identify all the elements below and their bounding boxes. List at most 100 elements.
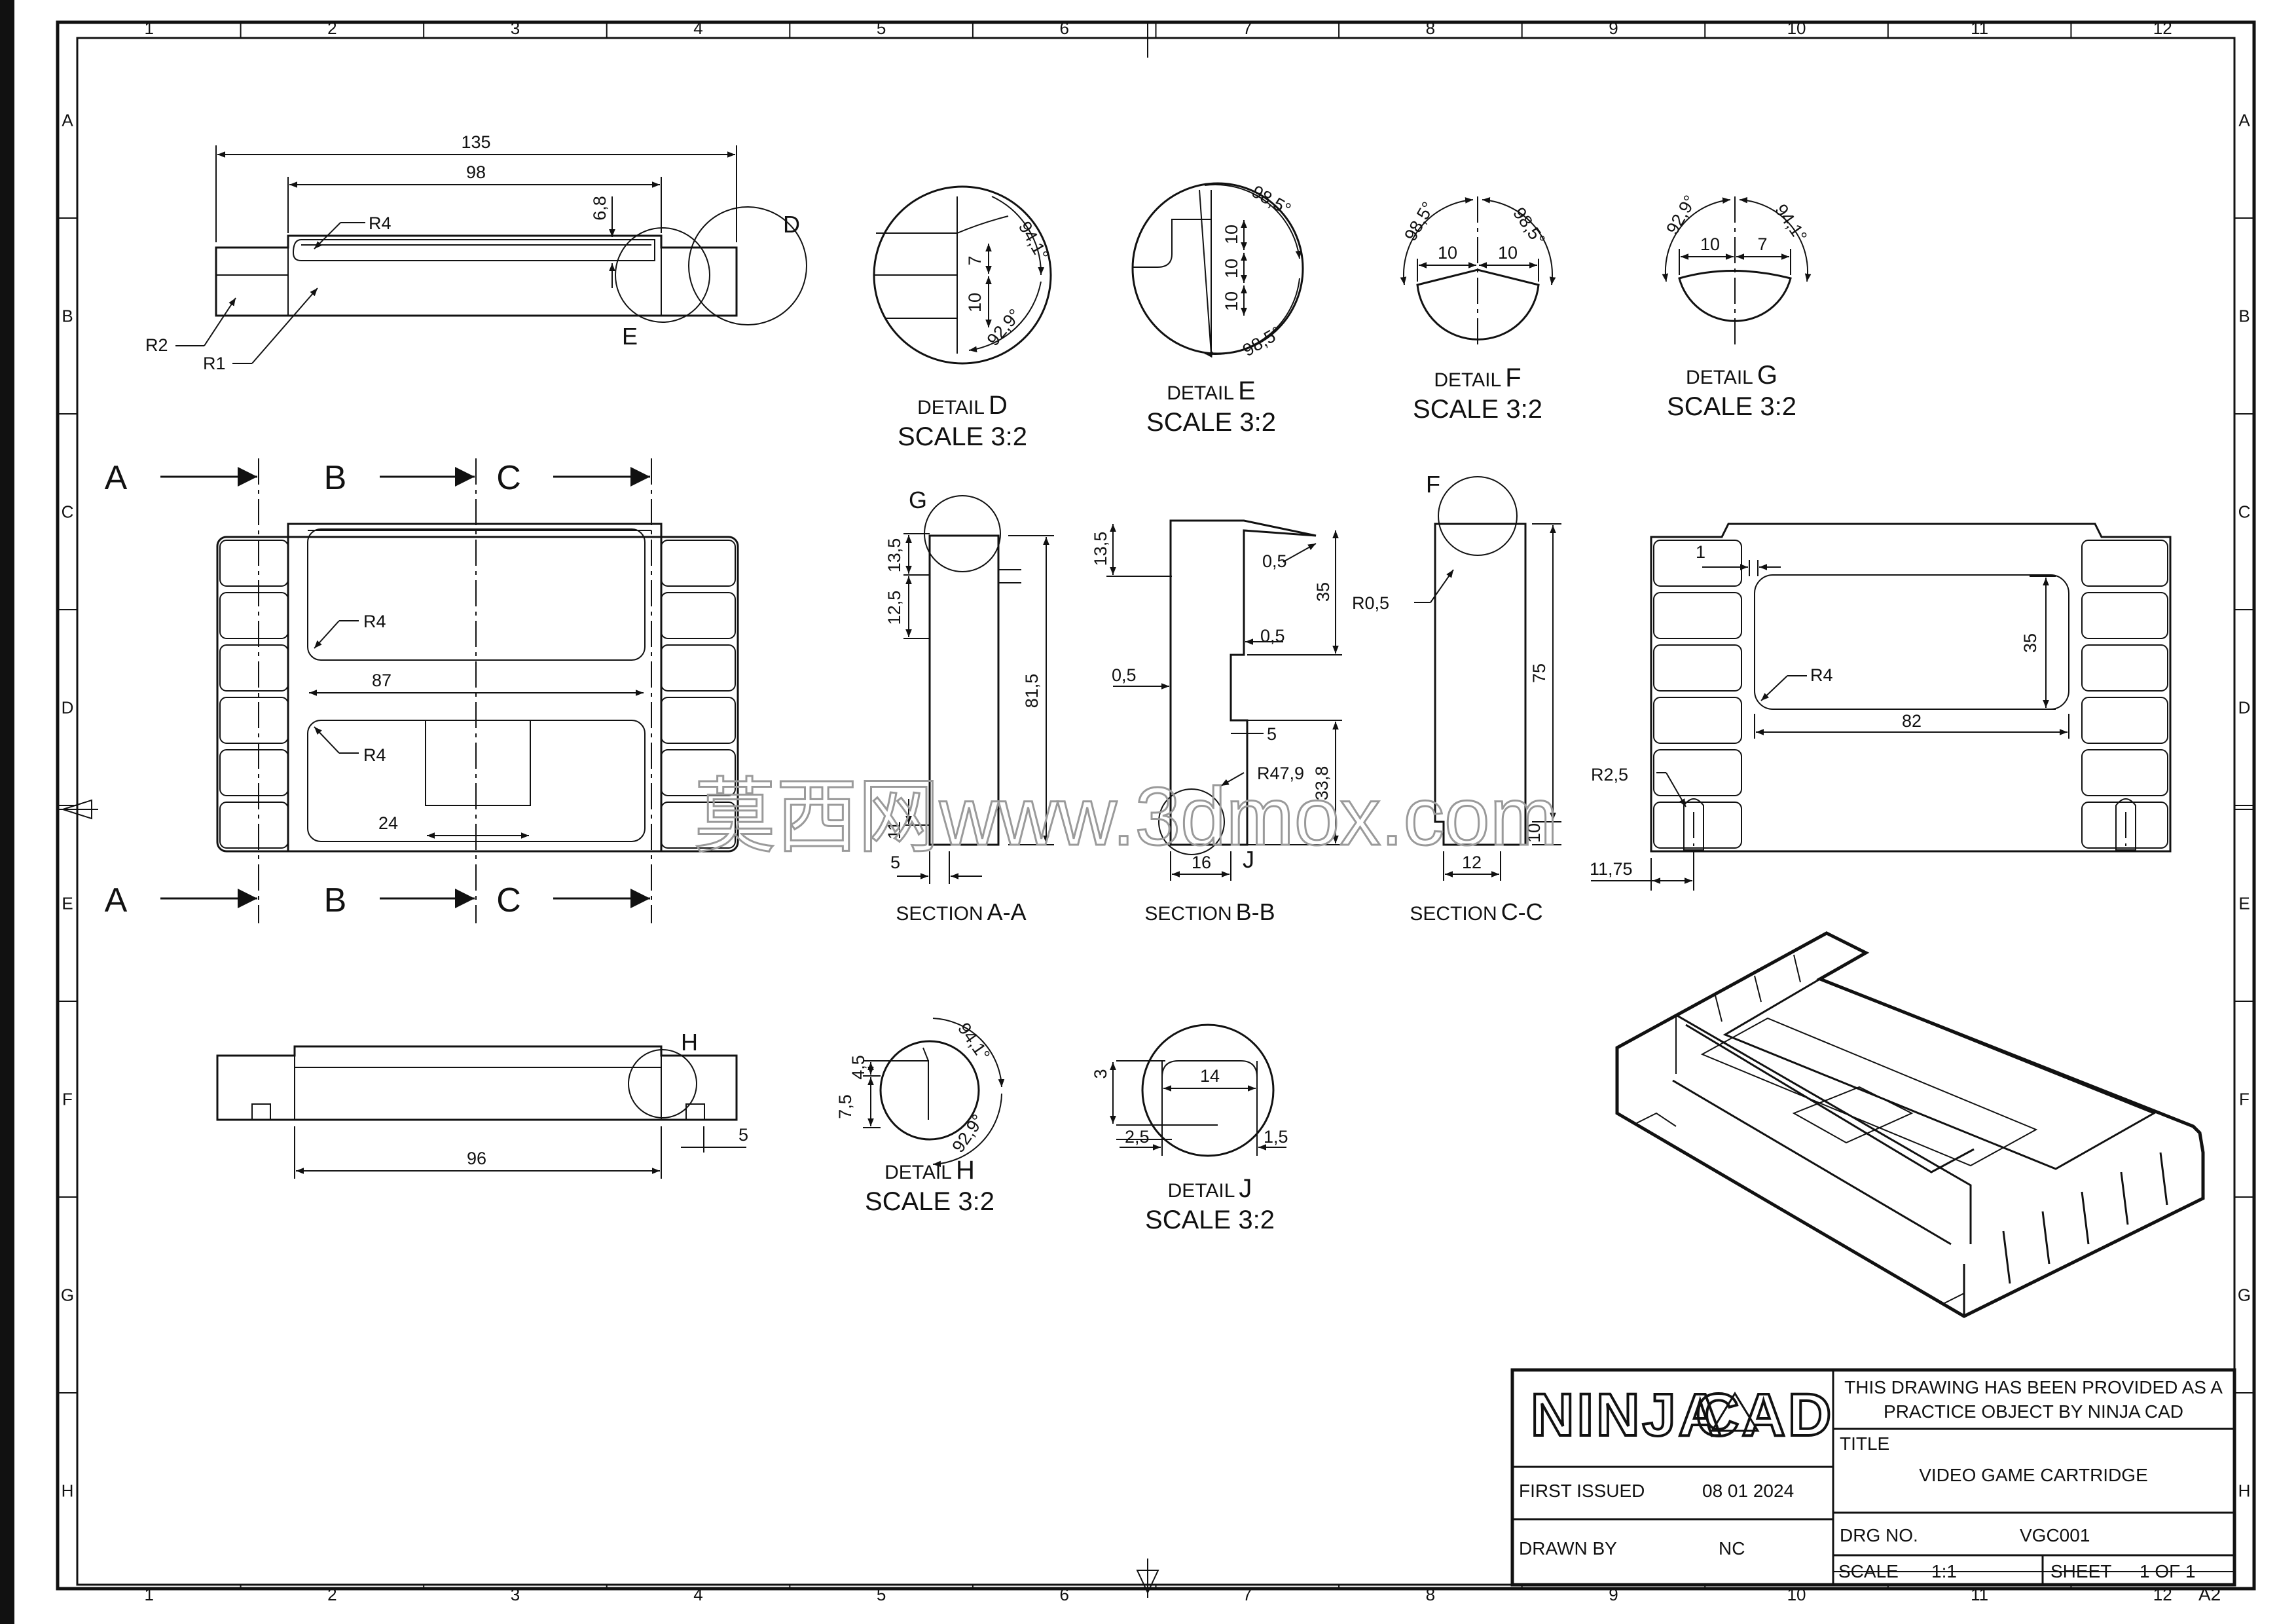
- caption-detail-g-scale: SCALE 3:2: [1667, 392, 1796, 421]
- back-view-dim-width: 82: [1902, 711, 1922, 731]
- section-b-dim-0-5-top: 0,5: [1262, 551, 1287, 571]
- zone-number-bottom: 2: [327, 1585, 337, 1604]
- rib: [2081, 644, 2168, 692]
- caption-detail-f-scale: SCALE 3:2: [1413, 395, 1542, 424]
- top-view-dim-label-length: 98: [466, 162, 486, 182]
- detail-f-dim-10-right: 10: [1498, 243, 1518, 263]
- top-view: 135 98 6,8 R4 R2 R1 D E: [145, 132, 807, 373]
- zone-number-top: 7: [1243, 18, 1252, 38]
- zone-number-bottom: 4: [693, 1585, 702, 1604]
- section-a-dim-12-5: 12,5: [884, 591, 904, 625]
- top-view-dim-r2: R2: [145, 335, 168, 355]
- section-letter-c-top: C: [496, 459, 521, 497]
- detail-g-dim-angle-left: 92,9°: [1662, 192, 1700, 238]
- section-c-dim-10: 10: [1524, 823, 1544, 843]
- zone-letter-right: F: [2239, 1090, 2250, 1109]
- rib: [1653, 644, 1742, 692]
- back-view-dim-offset-1: 1: [1696, 542, 1705, 562]
- detail-h-dim-4-5: 4,5: [848, 1055, 868, 1080]
- detail-g-dim-10: 10: [1700, 234, 1720, 254]
- zone-letter-right: A: [2238, 111, 2250, 130]
- detail-g-dim-7: 7: [1757, 234, 1767, 254]
- zone-number-bottom: 5: [877, 1585, 886, 1604]
- detail-ref-j: J: [1243, 846, 1254, 873]
- zone-number-top: 10: [1787, 18, 1806, 38]
- zone-grid-ticks: [58, 22, 2254, 1589]
- detail-ref-e: E: [622, 323, 638, 350]
- detail-e-dim-10-b: 10: [1222, 259, 1241, 278]
- section-b-dim-0-5-left: 0,5: [1112, 665, 1137, 685]
- bottom-view: 96 5 H: [216, 1029, 748, 1179]
- caption-detail-d-scale: SCALE 3:2: [898, 422, 1027, 451]
- section-a-dim-13-5: 13,5: [884, 538, 904, 573]
- back-view-dim-r2-5: R2,5: [1591, 765, 1628, 784]
- section-a-a-view: 13,5 12,5 81,5 11 5 G: [884, 487, 1054, 884]
- front-view-dim-slot: 24: [378, 813, 398, 833]
- bottom-view-dim-offset: 5: [738, 1125, 748, 1145]
- section-letter-b-bottom: B: [324, 881, 347, 919]
- sheet-value: 1 OF 1: [2140, 1561, 2196, 1581]
- section-b-dim-5: 5: [1267, 724, 1277, 744]
- title-block-notice-line1: THIS DRAWING HAS BEEN PROVIDED AS A: [1844, 1377, 2223, 1397]
- rib: [1653, 697, 1742, 744]
- detail-j-dim-14: 14: [1200, 1066, 1220, 1086]
- rib: [1653, 749, 1742, 796]
- rib: [219, 644, 289, 692]
- zone-letter-left: E: [62, 894, 73, 913]
- detail-d-view: 94,1° 7 10 92,9°: [873, 185, 1052, 365]
- zone-number-bottom: 11: [1971, 1585, 1988, 1604]
- rib: [661, 749, 736, 796]
- detail-e-dim-angle-bottom: 98,5°: [1239, 323, 1285, 361]
- logo-cad-text: CAD: [1696, 1382, 1834, 1449]
- first-issued-label: FIRST ISSUED: [1519, 1481, 1645, 1501]
- zone-letter-right: B: [2238, 306, 2250, 326]
- section-c-dim-r0-5: R0,5: [1352, 593, 1389, 613]
- zone-number-bottom: 1: [145, 1585, 154, 1604]
- detail-e-dim-10-a: 10: [1222, 225, 1241, 244]
- zone-number-top: 4: [693, 18, 702, 38]
- rib: [219, 802, 289, 849]
- sheet-label: SHEET: [2050, 1561, 2111, 1581]
- detail-j-dim-1-5: 1,5: [1264, 1127, 1288, 1147]
- zone-number-top: 5: [877, 18, 886, 38]
- section-c-dim-75: 75: [1529, 663, 1549, 683]
- rib: [661, 540, 736, 587]
- drg-no-label: DRG NO.: [1840, 1525, 1918, 1545]
- detail-f-dim-angle-right: 98,5°: [1509, 204, 1549, 249]
- zone-number-bottom: 9: [1609, 1585, 1618, 1604]
- zone-number-bottom: 6: [1059, 1585, 1068, 1604]
- back-view: 1 35 R4 82 R2,5 11,75: [1590, 523, 2172, 891]
- zone-letter-right: H: [2238, 1481, 2251, 1501]
- detail-f-dim-10-left: 10: [1438, 243, 1457, 263]
- logo-ninja-text: NINJA: [1531, 1382, 1724, 1449]
- rib: [1653, 540, 1742, 587]
- scale-value: 1:1: [1931, 1561, 1957, 1581]
- back-view-dim-r4: R4: [1810, 665, 1833, 685]
- rib: [2081, 749, 2168, 796]
- detail-j-dim-3: 3: [1091, 1069, 1110, 1079]
- section-letter-a-bottom: A: [105, 881, 128, 919]
- detail-h-dim-7-5: 7,5: [835, 1094, 855, 1119]
- drg-no-value: VGC001: [2020, 1525, 2090, 1545]
- section-letter-b-top: B: [324, 459, 347, 497]
- zone-letter-left: C: [62, 502, 74, 522]
- rib: [219, 697, 289, 744]
- detail-j-dim-2-5: 2,5: [1125, 1127, 1150, 1147]
- section-c-c-view: R0,5 75 10 12 F: [1352, 471, 1561, 881]
- detail-h-view: 4,5 7,5 94,1° 92,9°: [835, 1018, 1005, 1168]
- zone-number-top: 11: [1971, 18, 1988, 38]
- detail-f-dim-angle-left: 98,5°: [1400, 198, 1438, 244]
- rib: [219, 592, 289, 639]
- zone-number-top: 9: [1609, 18, 1618, 38]
- rib: [661, 592, 736, 639]
- rib: [2081, 592, 2168, 639]
